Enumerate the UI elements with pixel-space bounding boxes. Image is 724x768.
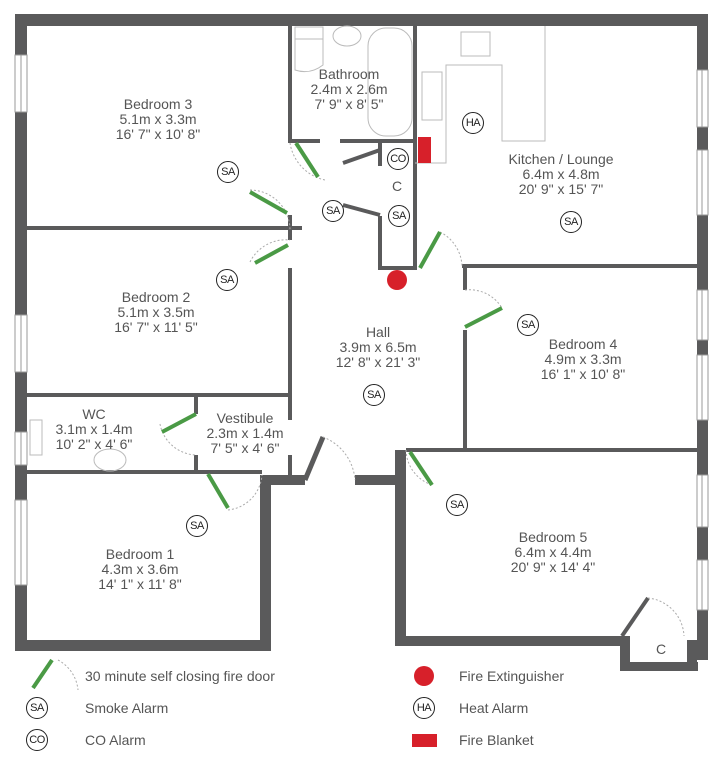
room-name: Kitchen / Lounge xyxy=(508,151,614,167)
door-swings xyxy=(159,142,685,637)
legend-heat-alarm: Heat Alarm xyxy=(459,700,529,716)
room-bedroom-2: Bedroom 2 5.1m x 3.5m 16' 7" x 11' 5" xyxy=(114,290,198,335)
room-size-metric: 2.3m x 1.4m xyxy=(206,425,284,441)
room-name: Bedroom 4 xyxy=(548,336,618,352)
legend-co-alarm: CO Alarm xyxy=(85,732,146,748)
room-wc: WC 3.1m x 1.4m 10' 2" x 4' 6" xyxy=(55,407,132,452)
room-size-imperial: 16' 1" x 10' 8" xyxy=(540,366,626,382)
legend-fire-extinguisher: Fire Extinguisher xyxy=(459,668,565,684)
smoke-alarm-icon: SA xyxy=(216,269,238,291)
legend-symbols xyxy=(31,658,437,747)
room-size-imperial: 14' 1" x 11' 8" xyxy=(98,576,182,592)
room-bathroom: Bathroom 2.4m x 2.6m 7' 9" x 8' 5" xyxy=(310,67,387,112)
room-name: Bathroom xyxy=(318,66,380,82)
heat-alarm-legend-icon: HA xyxy=(413,697,435,719)
windows xyxy=(14,54,709,611)
room-name: Bedroom 1 xyxy=(105,546,175,562)
legend-fire-door: 30 minute self closing fire door xyxy=(85,668,275,684)
room-size-metric: 5.1m x 3.5m xyxy=(117,304,195,320)
room-name: Vestibule xyxy=(216,410,274,426)
fire-blanket-legend-icon xyxy=(412,734,437,747)
room-kitchen-lounge: Kitchen / Lounge 6.4m x 4.8m 20' 9" x 15… xyxy=(508,152,613,197)
smoke-alarm-legend-icon: SA xyxy=(26,697,48,719)
room-name: WC xyxy=(82,406,106,422)
room-bedroom-5: Bedroom 5 6.4m x 4.4m 20' 9" x 14' 4" xyxy=(511,530,596,575)
fire-door-icon xyxy=(31,658,54,690)
fire-extinguisher-icon xyxy=(387,270,407,290)
room-size-metric: 6.4m x 4.8m xyxy=(522,166,600,182)
room-name: Bedroom 3 xyxy=(123,96,193,112)
fire-extinguisher-legend-icon xyxy=(414,666,434,686)
fire-safety-equipment xyxy=(387,137,431,290)
co-alarm-icon: CO xyxy=(387,148,409,170)
room-name: Bedroom 2 xyxy=(121,289,191,305)
legend-smoke-alarm: Smoke Alarm xyxy=(85,700,169,716)
smoke-alarm-icon: SA xyxy=(446,494,468,516)
room-size-metric: 5.1m x 3.3m xyxy=(119,111,197,127)
room-size-metric: 4.9m x 3.3m xyxy=(544,351,622,367)
smoke-alarm-icon: SA xyxy=(363,384,385,406)
room-size-imperial: 16' 7" x 11' 5" xyxy=(114,319,198,335)
legend-fire-blanket: Fire Blanket xyxy=(459,732,534,748)
room-size-imperial: 20' 9" x 15' 7" xyxy=(518,181,604,197)
interior-walls xyxy=(27,26,697,638)
room-size-metric: 3.1m x 1.4m xyxy=(55,421,133,437)
room-hall: Hall 3.9m x 6.5m 12' 8" x 21' 3" xyxy=(336,325,421,370)
room-vestibule: Vestibule 2.3m x 1.4m 7' 5" x 4' 6" xyxy=(206,411,283,456)
room-size-imperial: 7' 9" x 8' 5" xyxy=(314,96,384,112)
room-name: Hall xyxy=(365,324,391,340)
smoke-alarm-icon: SA xyxy=(217,161,239,183)
room-size-metric: 3.9m x 6.5m xyxy=(339,339,417,355)
room-size-imperial: 7' 5" x 4' 6" xyxy=(210,440,280,456)
fire-blanket-icon xyxy=(418,137,431,163)
smoke-alarm-icon: SA xyxy=(186,515,208,537)
cupboard-label: C xyxy=(391,178,403,194)
fixtures xyxy=(29,25,546,472)
smoke-alarm-icon: SA xyxy=(517,314,539,336)
room-name: Bedroom 5 xyxy=(518,529,588,545)
room-size-metric: 4.3m x 3.6m xyxy=(101,561,179,577)
room-bedroom-3: Bedroom 3 5.1m x 3.3m 16' 7" x 10' 8" xyxy=(116,97,201,142)
smoke-alarm-icon: SA xyxy=(560,211,582,233)
room-size-imperial: 16' 7" x 10' 8" xyxy=(115,126,201,142)
room-size-imperial: 20' 9" x 14' 4" xyxy=(510,559,596,575)
room-bedroom-1: Bedroom 1 4.3m x 3.6m 14' 1" x 11' 8" xyxy=(98,547,182,592)
cupboard-label: C xyxy=(655,641,667,657)
entrance-door xyxy=(302,436,326,481)
room-bedroom-4: Bedroom 4 4.9m x 3.3m 16' 1" x 10' 8" xyxy=(541,337,626,382)
room-size-imperial: 10' 2" x 4' 6" xyxy=(55,436,133,452)
room-size-imperial: 12' 8" x 21' 3" xyxy=(335,354,421,370)
smoke-alarm-icon: SA xyxy=(322,200,344,222)
co-alarm-legend-icon: CO xyxy=(26,729,48,751)
room-size-metric: 6.4m x 4.4m xyxy=(514,544,592,560)
heat-alarm-icon: HA xyxy=(462,112,484,134)
smoke-alarm-icon: SA xyxy=(388,205,410,227)
fire-doors xyxy=(161,141,503,510)
room-size-metric: 2.4m x 2.6m xyxy=(310,81,388,97)
